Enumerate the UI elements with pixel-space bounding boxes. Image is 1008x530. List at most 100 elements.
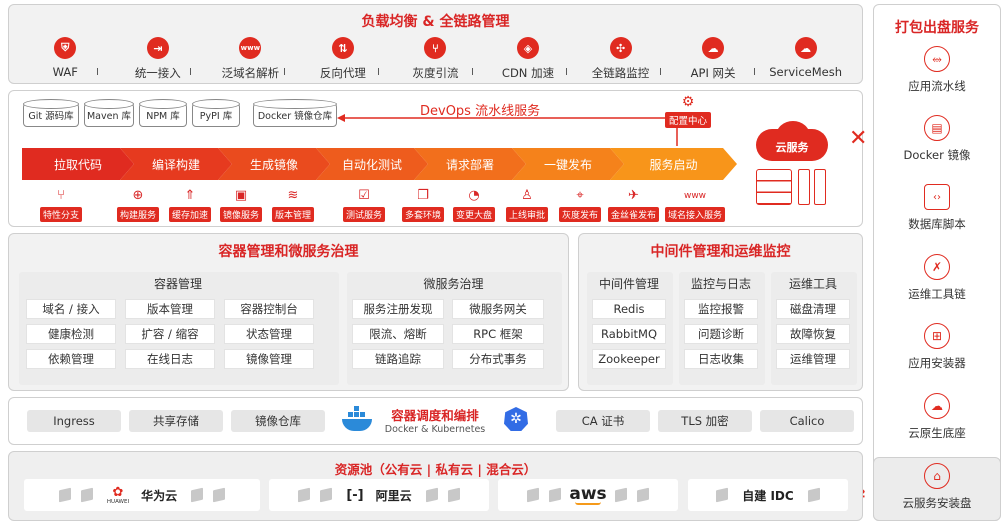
pack-item-db-script[interactable]: ‹›数据库脚本 xyxy=(874,184,1000,232)
chip-ingress[interactable]: Ingress xyxy=(27,410,121,432)
tool-test-service[interactable]: ☑测试服务 xyxy=(343,187,386,222)
store-pypi[interactable]: PyPI 库 xyxy=(192,99,240,127)
monitor-icon: ✣ xyxy=(609,37,632,59)
separator: I xyxy=(96,67,99,78)
tool-feature-branch[interactable]: ⑂特性分支 xyxy=(40,187,83,222)
tool-approval[interactable]: ♙上线审批 xyxy=(506,187,549,222)
cell-state-mgmt[interactable]: 状态管理 xyxy=(224,324,314,344)
cell-distributed-tx[interactable]: 分布式事务 xyxy=(452,349,544,369)
cell-alerting[interactable]: 监控报警 xyxy=(684,299,758,319)
chip-calico[interactable]: Calico xyxy=(760,410,854,432)
cube-icon xyxy=(191,487,204,503)
tool-gray-release[interactable]: ⌖灰度发布 xyxy=(559,187,602,222)
packaging-title: 打包出盘服务 xyxy=(895,20,979,36)
pack-item-install-disk[interactable]: ⌂云服务安装盘 xyxy=(874,463,1000,511)
cell-domain-access[interactable]: 域名 / 接入 xyxy=(26,299,116,319)
huawei-logo-icon: ✿ HUAWEI xyxy=(106,484,130,505)
cloud-service[interactable]: 云服务 xyxy=(752,121,832,217)
store-npm[interactable]: NPM 库 xyxy=(139,99,187,127)
stage-pull-code[interactable]: 拉取代码 xyxy=(22,148,134,180)
store-docker[interactable]: Docker 镜像仓库 xyxy=(253,99,337,127)
aliyun-logo-icon: [-] xyxy=(346,487,364,503)
pack-item-ops-tools[interactable]: ✗运维工具链 xyxy=(874,254,1000,302)
stage-release[interactable]: 一键发布 xyxy=(512,148,624,180)
chip-ca-cert[interactable]: CA 证书 xyxy=(556,410,650,432)
stage-service-start[interactable]: 服务启动 xyxy=(610,148,737,180)
cell-recovery[interactable]: 故障恢复 xyxy=(776,324,850,344)
stage-image[interactable]: 生成镜像 xyxy=(218,148,330,180)
lb-item-servicemesh[interactable]: ☁ServiceMesh xyxy=(761,37,851,79)
login-icon: ⇥ xyxy=(146,37,169,59)
tool-change-dashboard[interactable]: ◔变更大盘 xyxy=(453,187,496,222)
chip-tls[interactable]: TLS 加密 xyxy=(658,410,752,432)
pack-item-docker-image[interactable]: ▤Docker 镜像 xyxy=(874,115,1000,163)
branch-icon: ⑂ xyxy=(57,188,65,203)
cell-log-collect[interactable]: 日志收集 xyxy=(684,349,758,369)
lb-item-cdn[interactable]: ◈CDN 加速 xyxy=(483,37,573,81)
bird-icon: ✈ xyxy=(628,188,639,203)
cell-tracing[interactable]: 链路追踪 xyxy=(352,349,444,369)
tool-build-service[interactable]: ⊕构建服务 xyxy=(117,187,160,222)
store-git[interactable]: Git 源码库 xyxy=(23,99,79,127)
dashboard-icon: ◔ xyxy=(468,188,480,203)
cell-console[interactable]: 容器控制台 xyxy=(224,299,314,319)
lb-item-api-gateway[interactable]: ☁API 网关 xyxy=(668,37,758,81)
separator: I xyxy=(283,67,286,78)
tool-version-mgmt[interactable]: ≋版本管理 xyxy=(272,187,315,222)
rocket-icon: ⇑ xyxy=(184,188,196,203)
lb-item-gray-traffic[interactable]: ⑂灰度引流 xyxy=(390,37,480,81)
cell-ops-mgmt[interactable]: 运维管理 xyxy=(776,349,850,369)
cell-rpc[interactable]: RPC 框架 xyxy=(452,324,544,344)
provider-huawei[interactable]: ✿ HUAWEI 华为云 xyxy=(24,479,260,511)
cube-icon xyxy=(58,487,71,503)
cell-zookeeper[interactable]: Zookeeper xyxy=(592,349,666,369)
tools-icon: ✗ xyxy=(924,254,950,280)
cube-icon xyxy=(527,487,540,503)
lb-item-unified-access[interactable]: ⇥统一接入 xyxy=(113,37,203,81)
chip-image-registry[interactable]: 镜像仓库 xyxy=(231,410,325,432)
stage-auto-test[interactable]: 自动化测试 xyxy=(316,148,428,180)
layers-icon: ≋ xyxy=(287,188,299,203)
separator: I xyxy=(659,67,662,78)
lb-item-reverse-proxy[interactable]: ⇅反向代理 xyxy=(298,37,388,81)
provider-aliyun[interactable]: [-] 阿里云 xyxy=(269,479,489,511)
store-maven[interactable]: Maven 库 xyxy=(84,99,134,127)
provider-aws[interactable]: aws xyxy=(498,479,678,511)
pack-item-pipeline[interactable]: ⥈应用流水线 xyxy=(874,46,1000,94)
stage-deploy-request[interactable]: 请求部署 xyxy=(414,148,526,180)
cube-icon xyxy=(298,487,311,503)
cell-image-mgmt[interactable]: 镜像管理 xyxy=(224,349,314,369)
cell-diagnosis[interactable]: 问题诊断 xyxy=(684,324,758,344)
provider-idc[interactable]: 自建 IDC xyxy=(688,479,848,511)
tool-cache[interactable]: ⇑缓存加速 xyxy=(169,187,212,222)
lb-item-waf[interactable]: ⛨WAF xyxy=(20,37,110,79)
pack-item-cloud-native[interactable]: ☁云原生底座 xyxy=(874,393,1000,441)
cell-health-check[interactable]: 健康检测 xyxy=(26,324,116,344)
container-title: 容器管理和微服务治理 xyxy=(218,244,359,260)
aws-logo-icon: aws xyxy=(569,483,607,505)
cell-micro-gateway[interactable]: 微服务网关 xyxy=(452,299,544,319)
tool-canary[interactable]: ✈金丝雀发布 xyxy=(608,187,660,222)
lb-item-full-monitor[interactable]: ✣全链路监控 xyxy=(576,37,666,81)
cell-rate-limit[interactable]: 限流、熔断 xyxy=(352,324,444,344)
cell-disk-clean[interactable]: 磁盘清理 xyxy=(776,299,850,319)
cell-online-log[interactable]: 在线日志 xyxy=(125,349,215,369)
cell-rabbitmq[interactable]: RabbitMQ xyxy=(592,324,666,344)
tool-multi-env[interactable]: ❐多套环境 xyxy=(402,187,445,222)
cube-icon xyxy=(636,487,649,503)
cell-dependency[interactable]: 依赖管理 xyxy=(26,349,116,369)
pack-item-installer[interactable]: ⊞应用安装器 xyxy=(874,323,1000,371)
container-mgmt-title: 容器管理 xyxy=(153,277,202,291)
stage-build[interactable]: 编译构建 xyxy=(120,148,232,180)
tool-image-service[interactable]: ▣镜像服务 xyxy=(220,187,263,222)
cell-scaling[interactable]: 扩容 / 缩容 xyxy=(125,324,215,344)
cell-redis[interactable]: Redis xyxy=(592,299,666,319)
cell-service-discovery[interactable]: 服务注册发现 xyxy=(352,299,444,319)
config-center[interactable]: ⚙ 配置中心 xyxy=(665,95,712,128)
cloud-icon xyxy=(776,121,810,151)
cell-version-mgmt[interactable]: 版本管理 xyxy=(125,299,215,319)
chip-shared-storage[interactable]: 共享存储 xyxy=(129,410,223,432)
